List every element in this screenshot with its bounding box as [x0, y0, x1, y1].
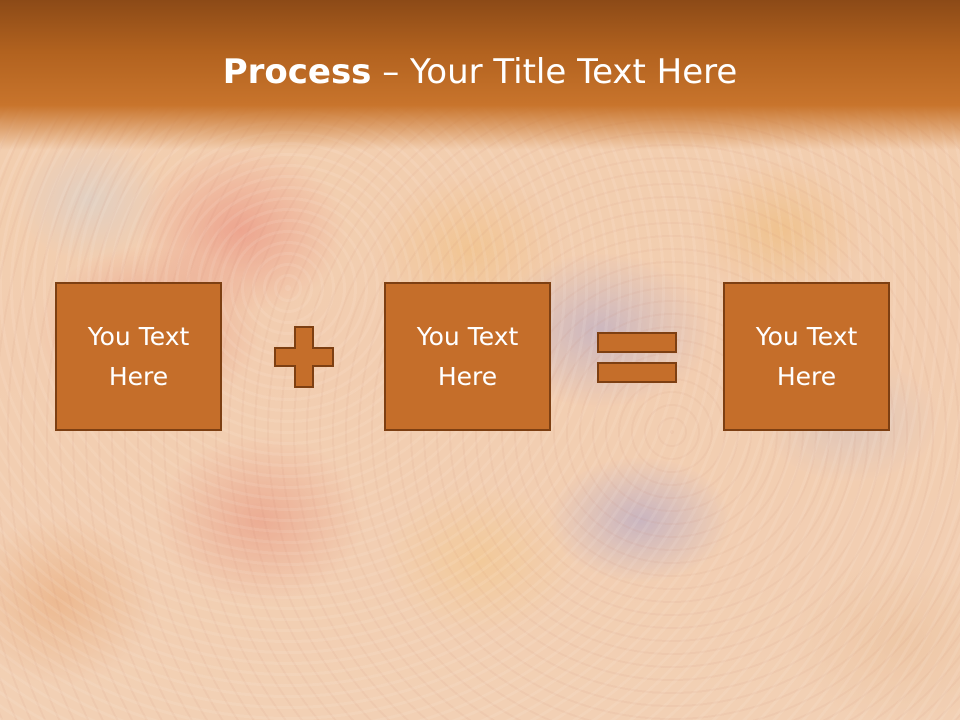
box-line-1: You Text — [87, 321, 190, 351]
box-line-2: Here — [108, 361, 169, 391]
box-line-2: Here — [437, 361, 498, 391]
process-box-text: You Text Here — [88, 317, 190, 397]
process-box-text: You Text Here — [417, 317, 519, 397]
process-box-2: You Text Here — [384, 282, 551, 431]
process-box-1: You Text Here — [55, 282, 222, 431]
process-box-3: You Text Here — [723, 282, 890, 431]
box-line-1: You Text — [416, 321, 519, 351]
title-rest: – Your Title Text Here — [371, 52, 738, 92]
plus-icon — [274, 326, 334, 388]
slide-title: Process – Your Title Text Here — [0, 52, 960, 92]
box-line-1: You Text — [755, 321, 858, 351]
title-bar: Process – Your Title Text Here — [0, 0, 960, 150]
box-line-2: Here — [776, 361, 837, 391]
title-bold: Process — [222, 52, 372, 92]
equals-icon — [597, 332, 677, 383]
process-box-text: You Text Here — [756, 317, 858, 397]
